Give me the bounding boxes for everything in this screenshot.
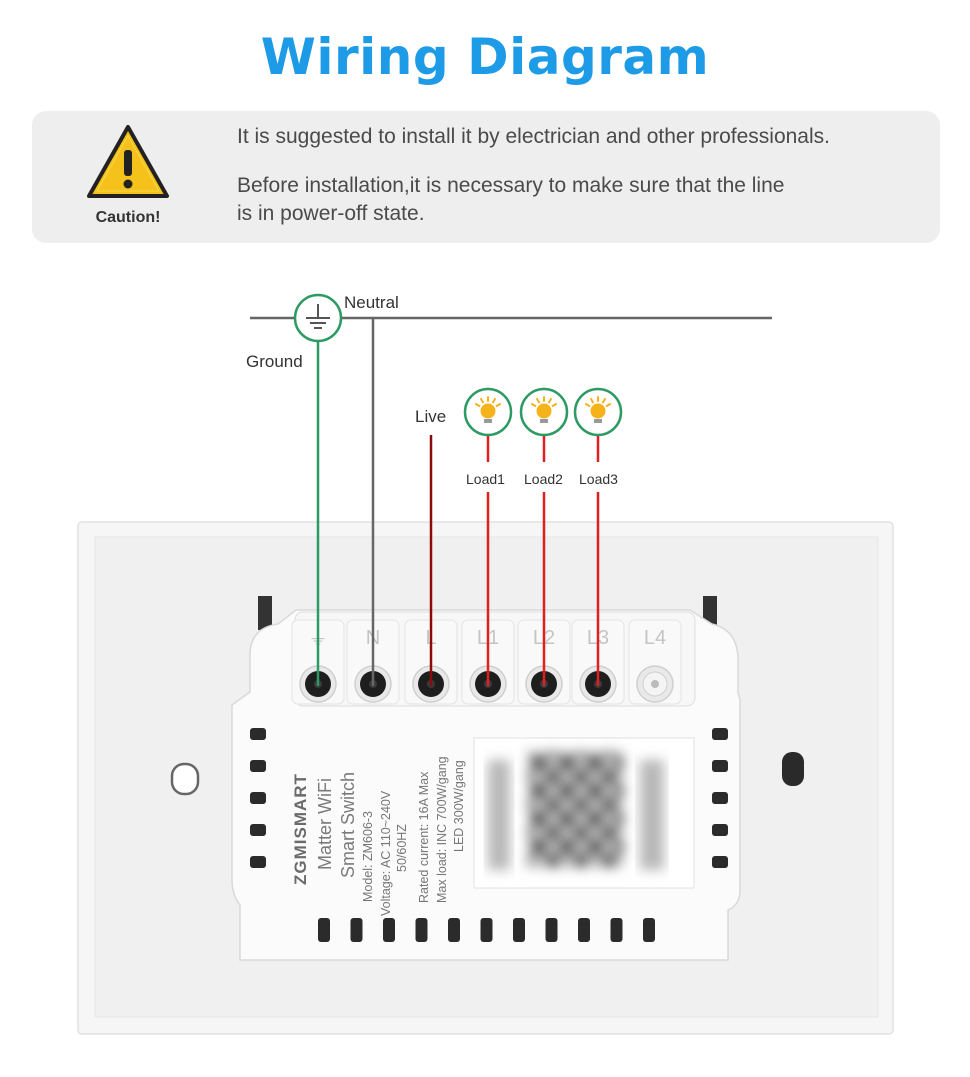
brand-text: ZGMISMART <box>291 773 310 885</box>
bulb-icon <box>463 387 513 437</box>
terminal-label: L4 <box>644 627 666 649</box>
load1-label: Load1 <box>466 471 505 487</box>
mount-slot-right <box>782 752 804 786</box>
bulb-icon <box>519 387 569 437</box>
qr-code <box>528 752 623 867</box>
load2-label: Load2 <box>524 471 563 487</box>
terminal-7: L4 <box>628 619 682 705</box>
caution-label: Caution! <box>95 209 161 226</box>
page-title: Wiring Diagram <box>260 28 710 86</box>
caution-text-2: Before installation,it is necessary to m… <box>237 174 785 225</box>
mount-slot-left <box>170 762 200 796</box>
product-line1: Matter WiFi <box>315 778 335 870</box>
bulb-icon <box>573 387 623 437</box>
led-text: LED 300W/gang <box>452 760 466 852</box>
maxload-text: Max load: INC 700W/gang <box>435 756 449 903</box>
ground-label: Ground <box>246 352 303 371</box>
product-line2: Smart Switch <box>338 772 358 878</box>
freq-text: 50/60HZ <box>395 824 409 872</box>
caution-text-1: It is suggested to install it by electri… <box>237 125 830 148</box>
caution-panel: Caution! It is suggested to install it b… <box>32 111 940 243</box>
ground-symbol-icon <box>293 293 343 343</box>
voltage-text: Voltage: AC 110~240V <box>379 790 393 916</box>
live-label: Live <box>415 407 446 426</box>
neutral-label: Neutral <box>344 293 399 312</box>
warning-triangle-icon <box>87 125 169 198</box>
model-text: Model: ZM606-3 <box>361 811 375 902</box>
load3-label: Load3 <box>579 471 618 487</box>
current-text: Rated current: 16A Max <box>417 771 431 903</box>
